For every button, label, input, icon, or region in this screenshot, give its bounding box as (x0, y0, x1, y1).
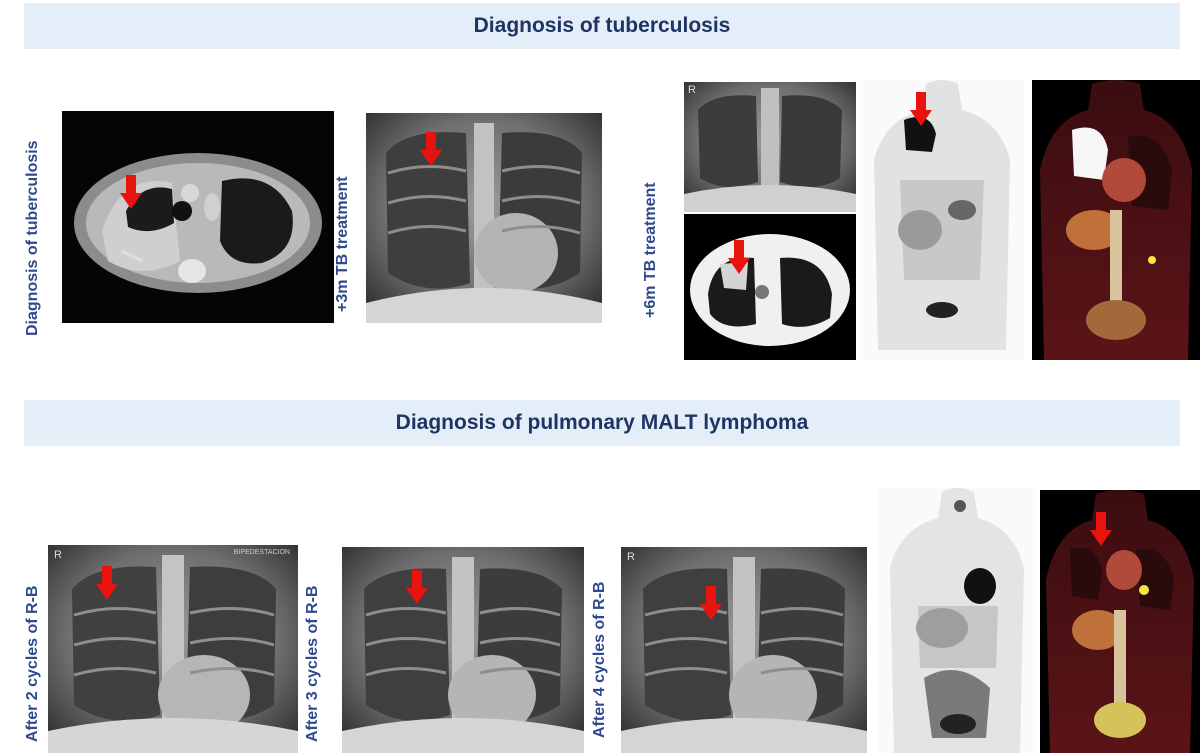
banner-malt-text: Diagnosis of pulmonary MALT lymphoma (395, 411, 809, 434)
label-after-2-cycles: After 2 cycles of R-B (24, 585, 41, 743)
chest-xray-3m (366, 113, 602, 323)
xray-orientation-marker: R (688, 84, 696, 96)
pet-ct-fusion-malt (1040, 490, 1200, 753)
label-after-4-cycles: After 4 cycles of R-B (591, 581, 608, 739)
pet-mip-malt (878, 488, 1036, 753)
red-arrow-icon (1090, 512, 1112, 546)
red-arrow-icon (910, 92, 932, 126)
banner-malt: Diagnosis of pulmonary MALT lymphoma (24, 400, 1180, 446)
banner-tuberculosis: Diagnosis of tuberculosis (24, 3, 1180, 49)
red-arrow-icon (96, 566, 118, 600)
pet-mip-tuberculosis (860, 80, 1024, 360)
banner-tuberculosis-text: Diagnosis of tuberculosis (473, 14, 731, 37)
label-diagnosis-of-tuberculosis: Diagnosis of tuberculosis (24, 140, 41, 336)
chest-xray-after-2-cycles: R BIPEDESTACION (48, 545, 298, 753)
xray-orientation-marker: R (54, 549, 62, 561)
xray-orientation-marker: R (627, 551, 635, 563)
ct-axial-6m (684, 214, 856, 360)
chest-xray-after-4-cycles: R (621, 547, 867, 753)
red-arrow-icon (406, 570, 428, 604)
red-arrow-icon (728, 240, 750, 274)
label-6m-tb-treatment: +6m TB treatment (642, 182, 659, 318)
pet-ct-fusion-tuberculosis (1032, 80, 1200, 360)
red-arrow-icon (700, 586, 722, 620)
label-after-3-cycles: After 3 cycles of R-B (304, 585, 321, 743)
red-arrow-icon (420, 132, 442, 166)
xray-caption: BIPEDESTACION (233, 549, 290, 556)
red-arrow-icon (120, 175, 142, 209)
ct-axial-diagnosis (62, 111, 334, 323)
chest-xray-6m: R (684, 82, 856, 212)
chest-xray-after-3-cycles (342, 547, 584, 753)
label-3m-tb-treatment: +3m TB treatment (334, 176, 351, 312)
